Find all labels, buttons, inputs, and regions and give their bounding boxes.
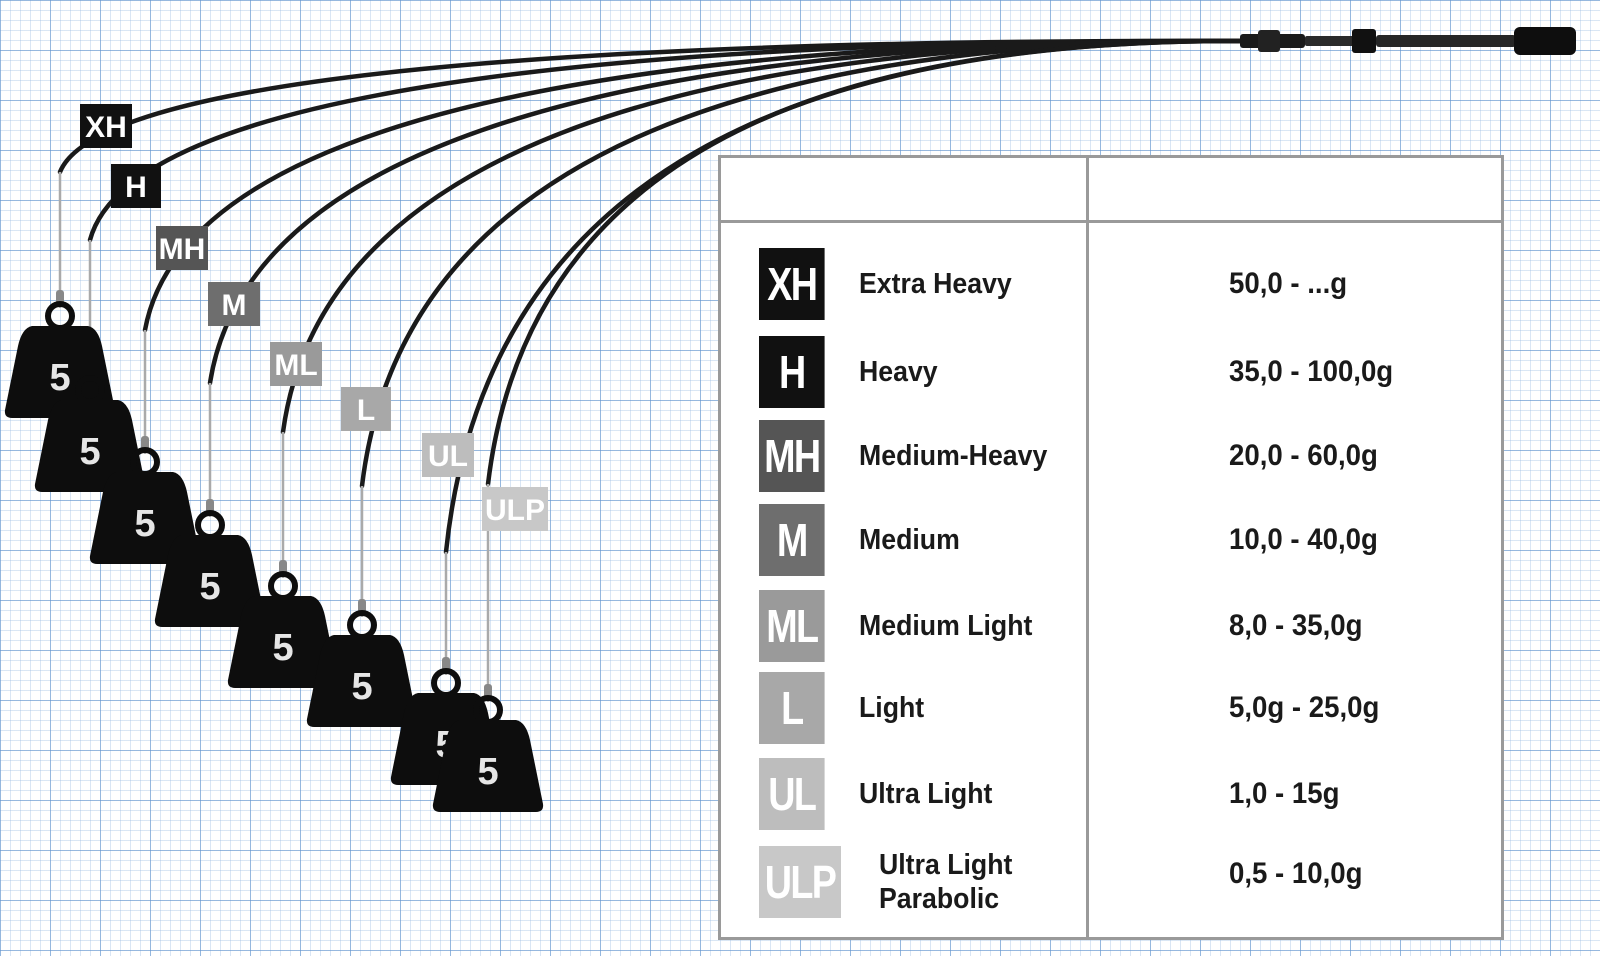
weight-label: 5 [49,357,70,399]
weight-l: 5 [306,610,418,727]
rod-handle-icon [1240,27,1576,55]
weight-label: 5 [79,431,100,473]
badge-label: H [125,171,147,204]
weight-label: 5 [199,566,220,608]
badge-xh: XH [80,104,132,148]
badge-mh: MH [759,420,825,492]
rating-name: Medium Light [859,610,1033,642]
table-row-ml: ML Medium Light 8,0 - 35,0g [721,590,1501,670]
table-column-divider [1086,158,1089,937]
rod-curve-ulp [485,38,1248,487]
badge-background [80,104,132,148]
badge-background [482,487,548,531]
lure-weight-range: 10,0 - 40,0g [1229,523,1378,556]
badge-h: H [759,336,825,408]
weight-body-icon [4,326,116,418]
rating-name: Extra Heavy [859,268,1012,300]
weight-body-icon [89,472,201,564]
sinker-weights: 55555555 [4,301,544,812]
badge-label: ML [274,349,317,382]
rating-name: Medium [859,524,960,556]
badge-label: MH [159,233,206,266]
badge-background [422,433,474,477]
weight-h: 5 [34,375,146,492]
badge-ulp: ULP [759,846,841,918]
knot-icon [358,599,366,613]
rod-power-badges: XH H MH M ML L UL ULP [80,104,548,531]
rod-curve-l [359,38,1248,489]
lure-weight-range: 50,0 - ...g [1229,267,1348,300]
power-rating-table: XH Extra Heavy 50,0 - ...g H Heavy 35,0 … [718,155,1504,940]
badge-label: M [222,289,247,322]
table-header-divider [721,220,1501,223]
badge-ml: ML [270,342,322,386]
knot-icon [442,657,450,671]
rating-name: Medium-Heavy [859,440,1048,472]
lure-weight-range: 1,0 - 15g [1229,777,1340,810]
badge-label: ULP [485,494,545,527]
badge-l: L [759,672,825,744]
badge-ul: UL [759,758,825,830]
weight-label: 5 [272,627,293,669]
badge-m: M [759,504,825,576]
badge-ul: UL [422,433,474,477]
badge-background [270,342,322,386]
badge-h: H [111,164,161,208]
weight-ulp: 5 [432,695,544,812]
table-row-m: M Medium 10,0 - 40,0g [721,504,1501,584]
badge-label: XH [85,111,127,144]
weight-mh: 5 [89,447,201,564]
weight-ml: 5 [227,571,339,688]
badge-background [111,164,161,208]
weight-body-icon [154,535,266,627]
weight-body-icon [306,635,418,727]
badge-background [341,387,391,431]
weight-label: 5 [351,666,372,708]
rating-name: Heavy [859,356,938,388]
rating-name: Light [859,692,925,724]
badge-l: L [341,387,391,431]
badge-background [156,226,208,270]
weight-m: 5 [154,510,266,627]
table-row-ul: UL Ultra Light 1,0 - 15g [721,758,1501,838]
weight-body-icon [227,596,339,688]
badge-mh: MH [156,226,208,270]
lure-weight-range: 20,0 - 60,0g [1229,439,1378,472]
lure-weight-range: 5,0g - 25,0g [1229,691,1380,724]
rod-curves [57,38,1248,555]
knot-icon [206,499,214,513]
weight-body-icon [34,400,146,492]
table-row-mh: MH Medium-Heavy 20,0 - 60,0g [721,420,1501,500]
knot-icon [56,290,64,304]
table-row-h: H Heavy 35,0 - 100,0g [721,336,1501,416]
table-row-l: L Light 5,0g - 25,0g [721,672,1501,752]
table-row-ulp: ULP Ultra Light Parabolic 0,5 - 10,0g [721,846,1501,926]
lure-weight-range: 8,0 - 35,0g [1229,609,1363,642]
rating-name: Ultra Light Parabolic [879,849,1013,915]
badge-label: L [357,394,375,427]
badge-background [208,282,260,326]
knot-icon [484,684,492,698]
knot-icon [279,560,287,574]
badge-xh: XH [759,248,825,320]
weight-body-icon [432,720,544,812]
knot-icon [141,436,149,450]
weight-label: 5 [134,503,155,545]
badge-m: M [208,282,260,326]
weight-xh: 5 [4,301,116,418]
badge-label: UL [428,440,468,473]
lure-weight-range: 0,5 - 10,0g [1229,857,1363,890]
lure-weight-range: 35,0 - 100,0g [1229,355,1394,388]
rod-curve-ml [280,38,1248,435]
badge-ml: ML [759,590,825,662]
weight-label: 5 [477,751,498,793]
badge-ulp: ULP [482,487,548,531]
table-row-xh: XH Extra Heavy 50,0 - ...g [721,248,1501,328]
rating-name: Ultra Light [859,778,993,810]
